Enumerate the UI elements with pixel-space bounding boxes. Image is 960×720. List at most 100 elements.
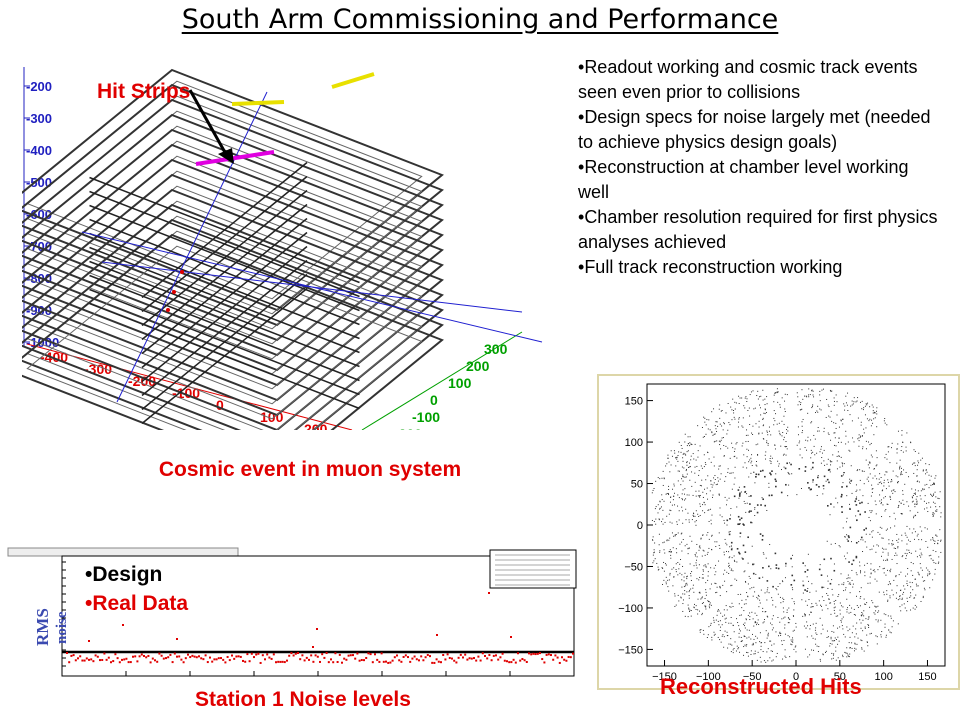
hit-point [687, 604, 689, 606]
hit-point [739, 492, 741, 495]
hit-point [699, 592, 701, 594]
hit-point [851, 569, 853, 571]
hit-point [911, 532, 913, 534]
hit-point [693, 591, 695, 593]
hit-point [737, 489, 740, 491]
hit-point [776, 392, 778, 394]
hit-point [919, 495, 921, 497]
hit-point [783, 611, 785, 613]
hit-point [733, 647, 735, 649]
hit-point [771, 457, 773, 459]
hit-point [752, 618, 754, 620]
noise-data-point [200, 657, 203, 660]
hit-point [732, 447, 734, 449]
hit-point [729, 424, 731, 426]
hit-point [757, 398, 759, 400]
hit-point [689, 609, 691, 611]
hit-point [762, 469, 764, 472]
hit-point [833, 653, 835, 655]
hit-point [718, 465, 720, 467]
hit-point [730, 548, 733, 551]
hit-point [714, 574, 716, 576]
hit-point [740, 614, 742, 616]
hit-point [848, 536, 850, 539]
hit-point [915, 515, 917, 517]
hit-point [821, 596, 823, 598]
hit-point [888, 485, 890, 487]
hit-point [676, 523, 678, 525]
hit-point [849, 636, 851, 638]
noise-data-point [552, 658, 555, 661]
hit-point [698, 474, 700, 476]
hit-point [911, 496, 913, 498]
hit-point [755, 642, 757, 644]
hit-point [776, 388, 778, 390]
hit-point [890, 632, 892, 634]
hit-marker [172, 290, 176, 294]
hit-point [855, 628, 857, 630]
hit-point [835, 497, 837, 499]
hit-point [666, 539, 668, 541]
hit-point [872, 488, 874, 490]
hit-point [748, 629, 750, 631]
hit-point [760, 414, 762, 416]
hit-point [897, 547, 899, 549]
hit-point [774, 448, 776, 450]
hit-point [790, 639, 792, 641]
noise-data-point [462, 656, 464, 659]
hit-point [896, 448, 898, 450]
hit-point [734, 448, 736, 450]
hit-point [927, 573, 929, 575]
hit-point [898, 501, 900, 503]
hit-point [883, 420, 885, 422]
hit-point [846, 495, 848, 497]
bullet-list: Readout working and cosmic track events … [578, 55, 938, 280]
hit-point [734, 418, 736, 420]
hit-point [831, 588, 833, 590]
hit-point [754, 650, 756, 652]
hit-point [846, 647, 848, 649]
hit-point [811, 407, 813, 409]
hit-point [711, 486, 713, 488]
hit-point [811, 466, 814, 469]
hit-point [770, 650, 772, 652]
hit-point [694, 555, 696, 557]
hit-point [782, 454, 784, 456]
noise-data-point [112, 660, 115, 663]
noise-data-point [253, 656, 255, 659]
noise-legend: Design Real Data [85, 560, 188, 618]
hit-point [886, 590, 888, 592]
hit-point [913, 472, 915, 474]
hit-point [885, 574, 887, 576]
hits-x-tick-label: 0 [793, 671, 799, 683]
hit-point [862, 495, 864, 497]
hit-point [849, 653, 851, 655]
hit-point [833, 422, 835, 424]
hit-point [843, 472, 845, 474]
hit-point [812, 451, 814, 453]
hit-point [810, 468, 812, 470]
hit-point [659, 508, 661, 510]
hit-point [902, 451, 904, 453]
hit-point [864, 405, 866, 407]
hit-point [766, 509, 768, 511]
hit-point [715, 619, 717, 621]
hit-point [937, 539, 939, 541]
hit-point [766, 431, 768, 433]
hit-point [804, 614, 806, 616]
hit-point [744, 551, 747, 553]
hit-point [797, 404, 799, 406]
hit-point [850, 583, 852, 585]
hit-point [910, 586, 912, 588]
hit-point [790, 557, 792, 560]
hit-point [829, 460, 831, 462]
hit-point [772, 627, 774, 629]
hit-point [762, 419, 764, 421]
hit-point [901, 534, 903, 536]
hit-point [715, 546, 717, 548]
hit-point [685, 583, 687, 585]
hit-point [738, 603, 740, 605]
hit-point [791, 566, 793, 568]
hit-point [780, 633, 782, 635]
hit-point [704, 605, 706, 607]
